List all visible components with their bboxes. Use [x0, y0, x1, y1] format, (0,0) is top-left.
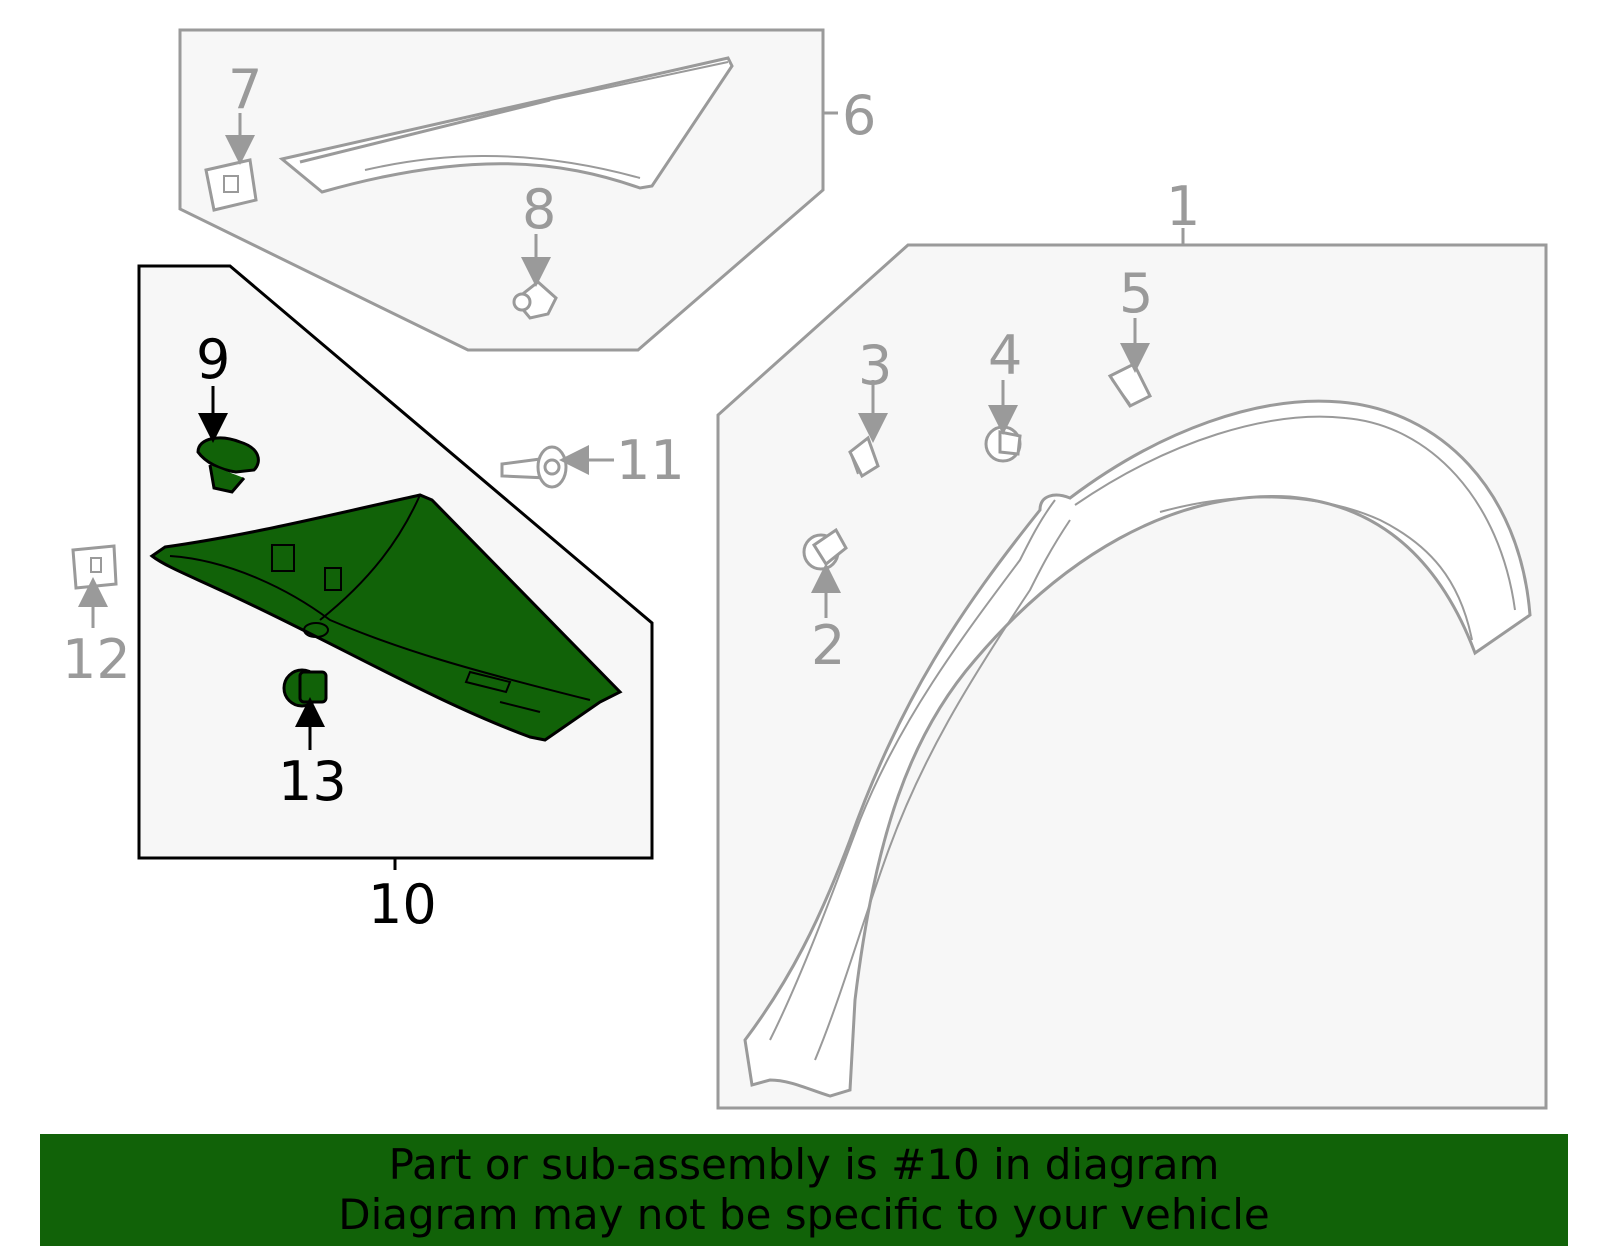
panel-10: [149, 493, 623, 742]
banner-line-1: Part or sub-assembly is #10 in diagram: [388, 1140, 1220, 1189]
clip-13: [282, 668, 328, 708]
callout-13: 13: [278, 750, 347, 813]
clip-2: [802, 527, 848, 571]
callout-5: 5: [1119, 262, 1153, 325]
callout-12: 12: [62, 628, 131, 691]
group-6-box: [178, 28, 825, 352]
callout-1: 1: [1166, 175, 1200, 238]
callout-3: 3: [858, 334, 892, 397]
info-banner: Part or sub-assembly is #10 in diagram D…: [40, 1134, 1568, 1246]
clip-12: [71, 544, 118, 590]
callout-7: 7: [228, 58, 262, 121]
wheel-flare-part: [743, 399, 1532, 1098]
callout-9: 9: [196, 328, 230, 391]
callout-6: 6: [842, 84, 876, 147]
callout-10: 10: [368, 873, 437, 936]
callout-8: 8: [522, 178, 556, 241]
callout-11: 11: [616, 429, 685, 492]
clip-7: [204, 158, 258, 212]
banner-line-2: Diagram may not be specific to your vehi…: [338, 1190, 1270, 1239]
callout-4: 4: [988, 324, 1022, 387]
nut-4: [984, 425, 1022, 463]
molding-part: [278, 56, 734, 194]
callout-2: 2: [811, 614, 845, 677]
bolt-11: [500, 445, 568, 489]
leader-lines: [78, 111, 1185, 870]
